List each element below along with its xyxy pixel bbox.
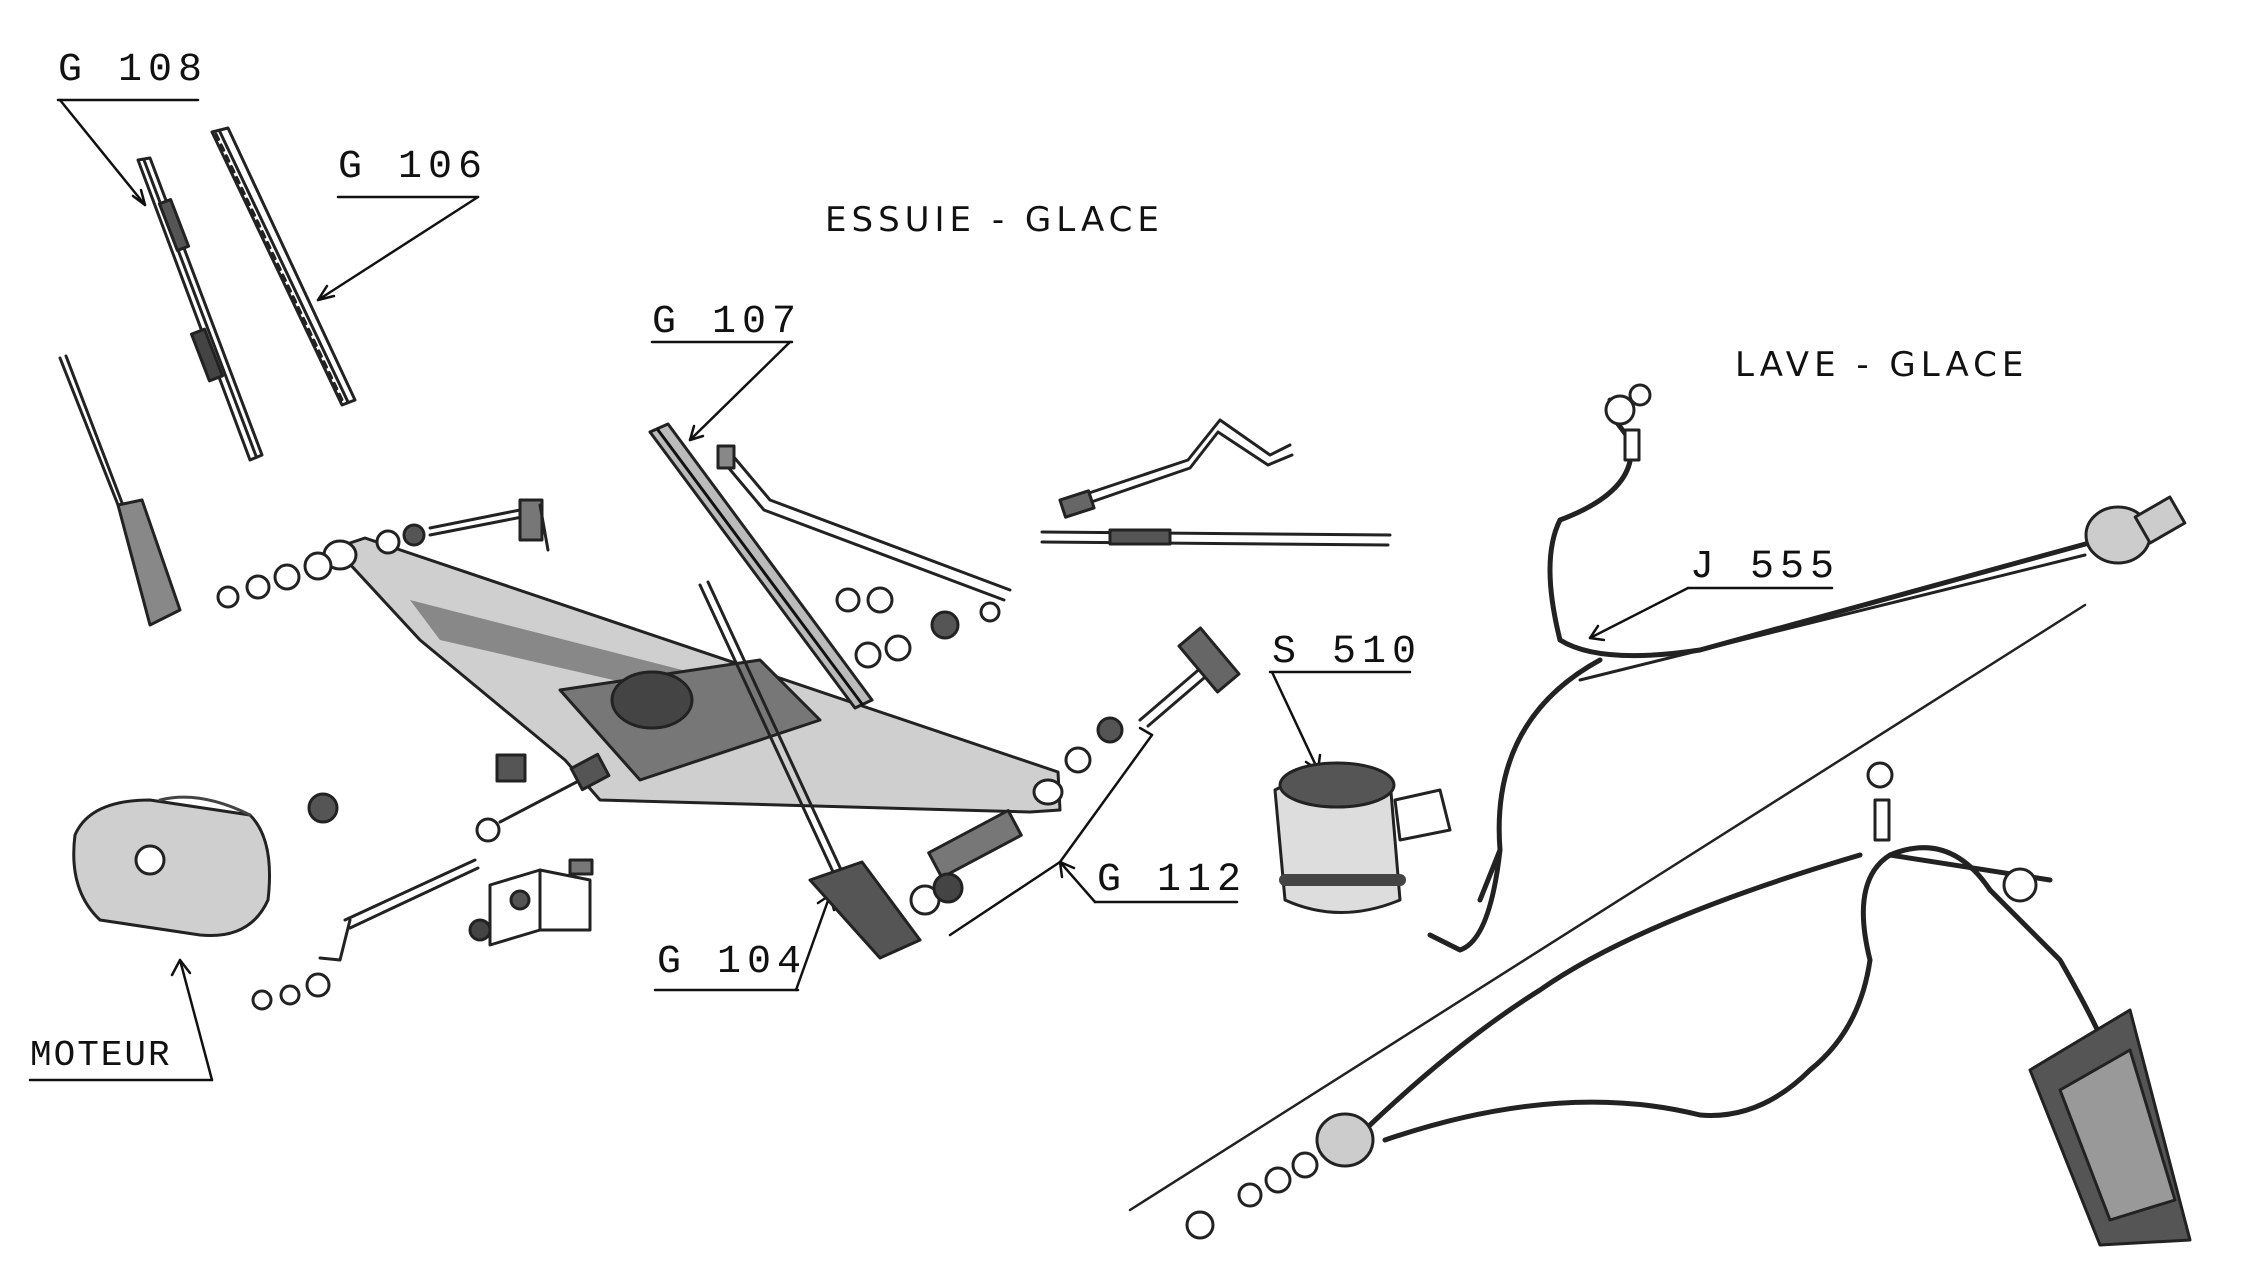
callout-g108: G 108 xyxy=(58,48,209,93)
wiper-arm-left xyxy=(58,354,182,627)
callout-s510: S 510 xyxy=(1272,630,1423,675)
wiper-blade-g106 xyxy=(210,126,357,407)
washer-bag xyxy=(2028,1008,2192,1247)
washer-hose xyxy=(1427,397,2103,953)
wiper-blade-g108 xyxy=(136,156,264,462)
washer-row-mid xyxy=(835,586,1001,669)
callout-leaders xyxy=(28,98,1834,1082)
wiper-title: ESSUIE - GLACE xyxy=(825,200,1164,240)
washer-hose-lower xyxy=(1367,845,2113,1143)
callout-motor: MOTEUR xyxy=(30,1035,172,1076)
wiper-arm-upper xyxy=(716,444,1012,602)
pivot-right xyxy=(1064,626,1241,774)
nozzle-lower xyxy=(1866,761,2038,903)
motor-crank xyxy=(251,752,611,1011)
callout-g112: G 112 xyxy=(1097,858,1248,903)
motor-body xyxy=(72,795,272,938)
callout-g106: G 106 xyxy=(338,145,489,190)
washer-pump-right xyxy=(2084,495,2187,565)
wiper-blade-g107 xyxy=(648,422,874,710)
washer-title: LAVE - GLACE xyxy=(1735,345,2029,385)
callout-g104: G 104 xyxy=(657,940,808,985)
crank-rods xyxy=(1040,418,1392,547)
washer-row-top xyxy=(216,523,426,609)
washer-pump-lower xyxy=(1185,1112,1375,1240)
callout-j555: J 555 xyxy=(1690,545,1841,590)
pivot-spindle-lower xyxy=(909,809,1023,916)
pivot-rod-top xyxy=(428,498,550,552)
bracket-small xyxy=(307,753,594,947)
divider-line xyxy=(1128,603,2087,1212)
linkage-frame xyxy=(322,536,1064,814)
nozzle-top xyxy=(1604,383,1652,462)
callout-g107: G 107 xyxy=(652,300,803,345)
wiper-arm-g104 xyxy=(698,580,922,960)
washer-reservoir xyxy=(1273,761,1452,914)
